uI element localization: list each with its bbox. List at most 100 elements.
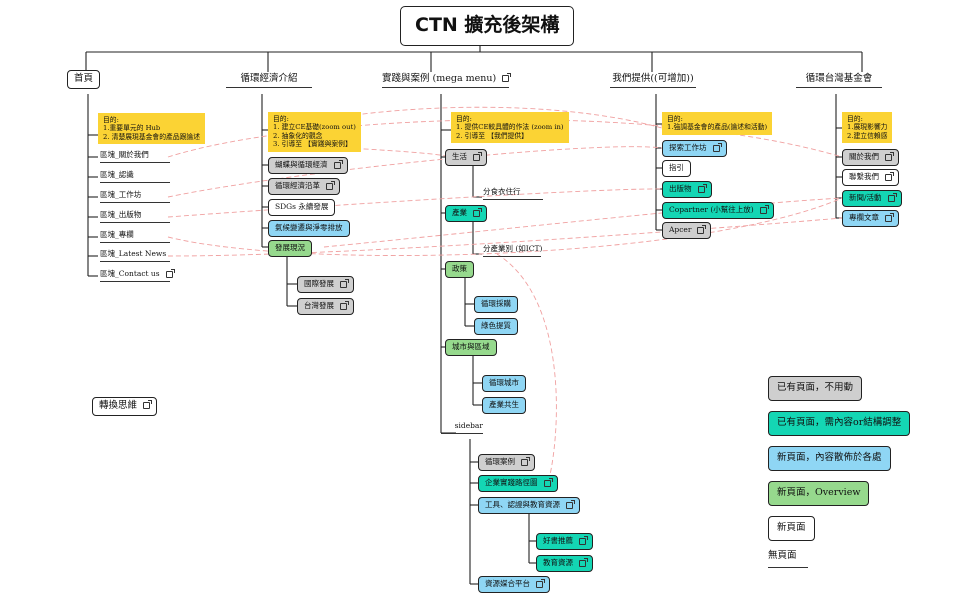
offer-node[interactable]: 我們提供((可增加)) xyxy=(610,73,696,88)
note-line: 1. 建立CE基礎(zoom out) xyxy=(273,123,356,132)
offer-copartner[interactable]: Copartner (小幫往上放) xyxy=(662,202,774,219)
home-item-publication[interactable]: 區塊_出版物 xyxy=(100,210,170,223)
home-item-about[interactable]: 區塊_關於我們 xyxy=(100,150,170,163)
circular-sub-taiwan[interactable]: 台灣發展 xyxy=(297,298,354,315)
legend-new-scattered: 新頁面，內容散佈於各處 xyxy=(768,446,891,471)
circular-sub-taiwan-label: 台灣發展 xyxy=(304,301,334,310)
foundation-column[interactable]: 專欄文章 xyxy=(842,210,899,227)
tools-books[interactable]: 好書推薦 xyxy=(536,533,593,550)
foundation-news-label: 新聞/活動 xyxy=(849,193,882,202)
home-item-latest-news[interactable]: 區塊_Latest News xyxy=(100,249,170,262)
external-link-icon xyxy=(340,300,349,310)
home-item-recognize[interactable]: 區塊_認識 xyxy=(100,170,170,183)
external-link-icon xyxy=(165,268,175,278)
sidebar-tools-label: 工具、認證與教育資源 xyxy=(485,500,560,509)
home-item-workshop[interactable]: 區塊_工作坊 xyxy=(100,190,170,203)
practice-industry-sub[interactable]: 分產業別 (如ICT) xyxy=(483,244,542,257)
offer-guide[interactable]: 指引 xyxy=(662,160,691,177)
external-link-icon xyxy=(566,499,575,509)
sidebar-matching-label: 資源媒合平台 xyxy=(485,579,530,588)
legend-new-page: 新頁面 xyxy=(768,516,815,541)
external-link-icon xyxy=(885,212,894,222)
offer-copartner-label: Copartner (小幫往上放) xyxy=(669,205,754,214)
external-link-icon xyxy=(143,400,153,409)
note-line: 目的: xyxy=(456,115,472,123)
home-item-column[interactable]: 區塊_專欄 xyxy=(100,230,170,243)
practice-node[interactable]: 實踐與案例 (mega menu) xyxy=(382,73,512,88)
foundation-contact[interactable]: 聯繫我們 xyxy=(842,169,899,186)
sidebar-roadmap-label: 企業實踐路徑圖 xyxy=(485,478,538,487)
practice-life-sub[interactable]: 分食衣住行 xyxy=(483,187,543,200)
external-link-icon xyxy=(333,159,343,169)
circular-sub-international[interactable]: 國際發展 xyxy=(297,276,354,293)
foundation-contact-label: 聯繫我們 xyxy=(849,172,879,181)
note-line: 目的: xyxy=(273,115,289,123)
external-link-icon xyxy=(579,535,588,545)
circular-item-sdgs[interactable]: SDGs 永續發展 xyxy=(268,199,336,216)
practice-city-symbiosis[interactable]: 產業共生 xyxy=(482,397,526,414)
sidebar-matching-platform[interactable]: 資源媒合平台 xyxy=(478,576,550,593)
note-line: 2.建立信賴感 xyxy=(847,131,888,140)
practice-label: 實踐與案例 (mega menu) xyxy=(382,73,497,84)
note-line: 3. 引導至 【實踐與案例】 xyxy=(273,140,352,149)
external-link-icon xyxy=(697,224,707,234)
circular-item-butterfly[interactable]: 蝴蝶與循環經濟 xyxy=(268,157,348,174)
home-item-contact[interactable]: 區塊_Contact us xyxy=(100,268,175,282)
tools-education[interactable]: 教育資源 xyxy=(536,555,593,572)
note-line: 1.展現影響力 xyxy=(847,123,888,132)
circular-economy-node[interactable]: 循環經濟介紹 xyxy=(226,73,312,88)
external-link-icon xyxy=(887,192,897,202)
offer-publication-label: 出版物 xyxy=(669,184,692,193)
convert-thinking-node[interactable]: 轉換思維 xyxy=(92,397,158,416)
note-line: 1.強調基金會的產品(論述和活動) xyxy=(667,123,768,132)
foundation-column-label: 專欄文章 xyxy=(849,213,879,222)
external-link-icon xyxy=(579,557,588,567)
practice-life[interactable]: 生活 xyxy=(445,149,487,166)
external-link-icon xyxy=(326,180,335,190)
external-link-icon xyxy=(759,204,769,214)
practice-industry[interactable]: 產業 xyxy=(445,205,487,222)
external-link-icon xyxy=(885,151,894,161)
circular-item-history-label: 循環經濟沿革 xyxy=(275,181,320,190)
sidebar-tools[interactable]: 工具、認證與教育資源 xyxy=(478,497,580,514)
sidebar-roadmap[interactable]: 企業實踐路徑圖 xyxy=(478,475,558,492)
foundation-news[interactable]: 新聞/活動 xyxy=(842,190,902,207)
external-link-icon xyxy=(340,278,349,288)
tools-books-label: 好書推薦 xyxy=(543,536,573,545)
foundation-node[interactable]: 循環台灣基金會 xyxy=(796,73,882,88)
offer-workshop-label: 探索工作坊 xyxy=(669,143,707,152)
practice-sidebar[interactable]: sidebar xyxy=(441,421,483,434)
practice-policy[interactable]: 政策 xyxy=(445,261,474,278)
practice-city[interactable]: 城市與區域 xyxy=(445,339,497,356)
circular-purpose-note: 目的: 1. 建立CE基礎(zoom out) 2. 抽象化的觀念 3. 引導至… xyxy=(268,112,361,152)
foundation-about[interactable]: 關於我們 xyxy=(842,149,899,166)
foundation-purpose-note: 目的: 1.展現影響力 2.建立信賴感 xyxy=(842,112,893,144)
external-link-icon xyxy=(473,151,482,161)
practice-purpose-note: 目的: 1. 提供CE較具體的作法 (zoom in) 2. 引導至 【我們提供… xyxy=(451,112,569,144)
offer-purpose-note: 目的: 1.強調基金會的產品(論述和活動) xyxy=(662,112,773,135)
circular-item-climate[interactable]: 氣候變遷與淨零排放 xyxy=(268,220,350,237)
external-link-icon xyxy=(536,578,545,588)
sidebar-cases[interactable]: 循環案例 xyxy=(478,454,535,471)
offer-apcer[interactable]: Apcer xyxy=(662,222,712,239)
note-line: 2. 清楚展現基金會的產品跟論述 xyxy=(103,132,201,141)
practice-policy-procurement[interactable]: 循環採購 xyxy=(474,296,518,313)
external-link-icon xyxy=(697,183,707,193)
practice-policy-green[interactable]: 綠色提質 xyxy=(474,318,518,335)
circular-item-butterfly-label: 蝴蝶與循環經濟 xyxy=(275,160,328,169)
practice-city-circular[interactable]: 循環城市 xyxy=(482,375,526,392)
practice-life-label: 生活 xyxy=(452,152,467,161)
note-line: 目的: xyxy=(847,115,863,123)
legend-existing-keep: 已有頁面，不用動 xyxy=(768,376,863,401)
sidebar-cases-label: 循環案例 xyxy=(485,457,515,466)
tools-education-label: 教育資源 xyxy=(543,558,573,567)
note-line: 1. 提供CE較具體的作法 (zoom in) xyxy=(456,123,564,132)
home-purpose-note: 目的: 1.重要單元的 Hub 2. 清楚展現基金會的產品跟論述 xyxy=(98,113,206,145)
convert-thinking-label: 轉換思維 xyxy=(99,400,138,411)
offer-workshop[interactable]: 探索工作坊 xyxy=(662,140,727,157)
home-item-contact-label: 區塊_Contact us xyxy=(100,269,160,278)
home-node[interactable]: 首頁 xyxy=(67,70,101,89)
offer-publication[interactable]: 出版物 xyxy=(662,181,712,198)
circular-item-status[interactable]: 發展現況 xyxy=(268,240,312,257)
circular-item-history[interactable]: 循環經濟沿革 xyxy=(268,178,340,195)
